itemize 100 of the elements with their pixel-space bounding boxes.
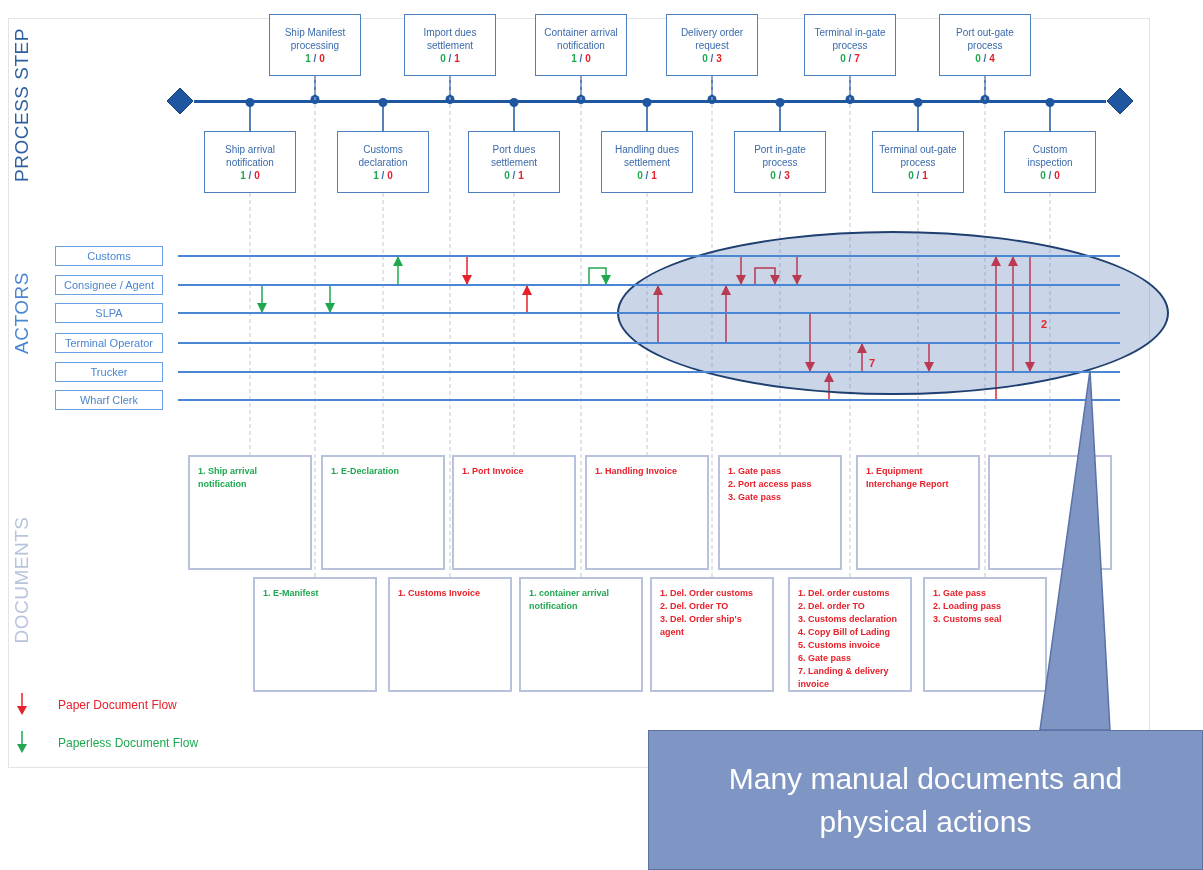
- arrow: [991, 256, 1001, 400]
- arrow: [824, 372, 834, 400]
- count-text: 1 / 0: [305, 51, 325, 65]
- document-item: 1. E-Manifest: [263, 587, 319, 600]
- actor-name: Trucker: [90, 366, 128, 378]
- document-item: 5. Customs invoice: [798, 639, 881, 653]
- document-box: [188, 455, 312, 570]
- actor-box: [55, 333, 163, 353]
- step-name: Container arrival notification: [543, 25, 619, 52]
- document-item: 4. Copy Bill of Lading: [798, 626, 890, 640]
- arrow: [653, 285, 663, 343]
- process-step-box: [939, 14, 1031, 76]
- stem-line: [1045, 98, 1055, 132]
- document-box: [585, 455, 709, 570]
- arrow: [393, 256, 403, 285]
- document-item: 1. Gate pass: [728, 465, 782, 478]
- document-item: 1. Port Invoice: [462, 465, 524, 478]
- guide-line: [449, 75, 451, 578]
- arrow: [522, 285, 532, 313]
- edge-label: 7: [869, 357, 876, 369]
- section-label: PROCESS STEP: [11, 28, 33, 182]
- loop-arrow: [754, 267, 780, 285]
- process-step-box: [204, 131, 296, 193]
- arrow: [805, 313, 815, 372]
- process-step-box: [872, 131, 964, 193]
- step-name: Port out-gate process: [955, 25, 1015, 52]
- document-item: 7. Landing & delivery invoice: [798, 665, 890, 692]
- document-item: 3. Customs seal: [933, 613, 1002, 627]
- actor-name: Consignee / Agent: [64, 279, 154, 291]
- callout-text: Many manual documents and physical actions: [727, 760, 1124, 840]
- stem-line: [509, 98, 519, 132]
- arrow: [325, 285, 335, 313]
- arrow: [736, 256, 746, 285]
- process-step-box: [404, 14, 496, 76]
- process-step-box: [468, 131, 560, 193]
- step-name: Import dues settlement: [422, 25, 478, 52]
- document-item: 1. Del. order customs: [798, 587, 890, 600]
- document-item: 2. Del. order TO: [798, 600, 865, 614]
- stem-line: [775, 98, 785, 132]
- process-step-box: [1004, 131, 1096, 193]
- loop-arrow: [588, 267, 611, 285]
- actor-box: [55, 303, 163, 323]
- actor-name: Terminal Operator: [64, 337, 153, 349]
- document-item: 1. Del. Order customs: [660, 587, 754, 600]
- step-name: Delivery order request: [679, 25, 745, 52]
- edge-label: 2: [1041, 318, 1048, 330]
- stem-line: [378, 98, 388, 132]
- step-name: Handling dues settlement: [614, 142, 680, 169]
- process-step-box: [666, 14, 758, 76]
- document-box: [856, 455, 980, 570]
- swimlane-line: [178, 399, 1120, 401]
- document-box: [519, 577, 643, 692]
- document-item: 1. E-Declaration: [331, 465, 400, 478]
- count-text: 0 / 4: [975, 51, 995, 65]
- arrow: [257, 285, 267, 313]
- document-item: 3. Customs declaration: [798, 613, 898, 627]
- arrow: [924, 343, 934, 372]
- arrow: [462, 256, 472, 285]
- document-item: 1. Gate pass: [933, 587, 987, 600]
- count-text: 0 / 1: [504, 168, 524, 182]
- count-text: 0 / 3: [770, 168, 790, 182]
- document-box: [650, 577, 774, 692]
- actor-box: [55, 390, 163, 410]
- process-step-box: [734, 131, 826, 193]
- actor-box: [55, 362, 163, 382]
- document-item: 3. Gate pass: [728, 491, 782, 505]
- step-name: Custom inspection: [1026, 142, 1074, 169]
- document-item: 1. Handling Invoice: [595, 465, 677, 478]
- stem-line: [913, 98, 923, 132]
- document-box: [788, 577, 912, 692]
- document-box: [321, 455, 445, 570]
- document-box: [718, 455, 842, 570]
- arrow: [721, 285, 731, 343]
- process-step-box: [804, 14, 896, 76]
- swimlane-line: [178, 342, 1120, 344]
- process-step-box: [269, 14, 361, 76]
- count-text: 1 / 0: [240, 168, 260, 182]
- arrow: [1025, 256, 1035, 372]
- process-step-box: [337, 131, 429, 193]
- actor-name: Wharf Clerk: [79, 394, 139, 406]
- arrow: [1008, 256, 1018, 372]
- count-text: 1 / 0: [373, 168, 393, 182]
- document-item: 1. Equipment Interchange Report: [866, 465, 950, 492]
- actor-box: [55, 246, 163, 266]
- count-text: 0 / 1: [908, 168, 928, 182]
- section-label: ACTORS: [11, 272, 33, 354]
- actor-box: [55, 275, 163, 295]
- step-name: Terminal out-gate process: [878, 142, 958, 169]
- step-name: Port in-gate process: [753, 142, 807, 169]
- count-text: 0 / 3: [702, 51, 722, 65]
- actor-name: Customs: [87, 250, 131, 262]
- document-item: 6. Gate pass: [798, 652, 852, 666]
- count-text: 0 / 7: [840, 51, 860, 65]
- stem-line: [642, 98, 652, 132]
- document-box: [253, 577, 377, 692]
- count-text: 1 / 0: [571, 51, 591, 65]
- actor-name: SLPA: [95, 307, 123, 319]
- step-name: Ship arrival notification: [224, 142, 276, 169]
- callout-pointer: [1039, 369, 1111, 731]
- count-text: 0 / 0: [1040, 168, 1060, 182]
